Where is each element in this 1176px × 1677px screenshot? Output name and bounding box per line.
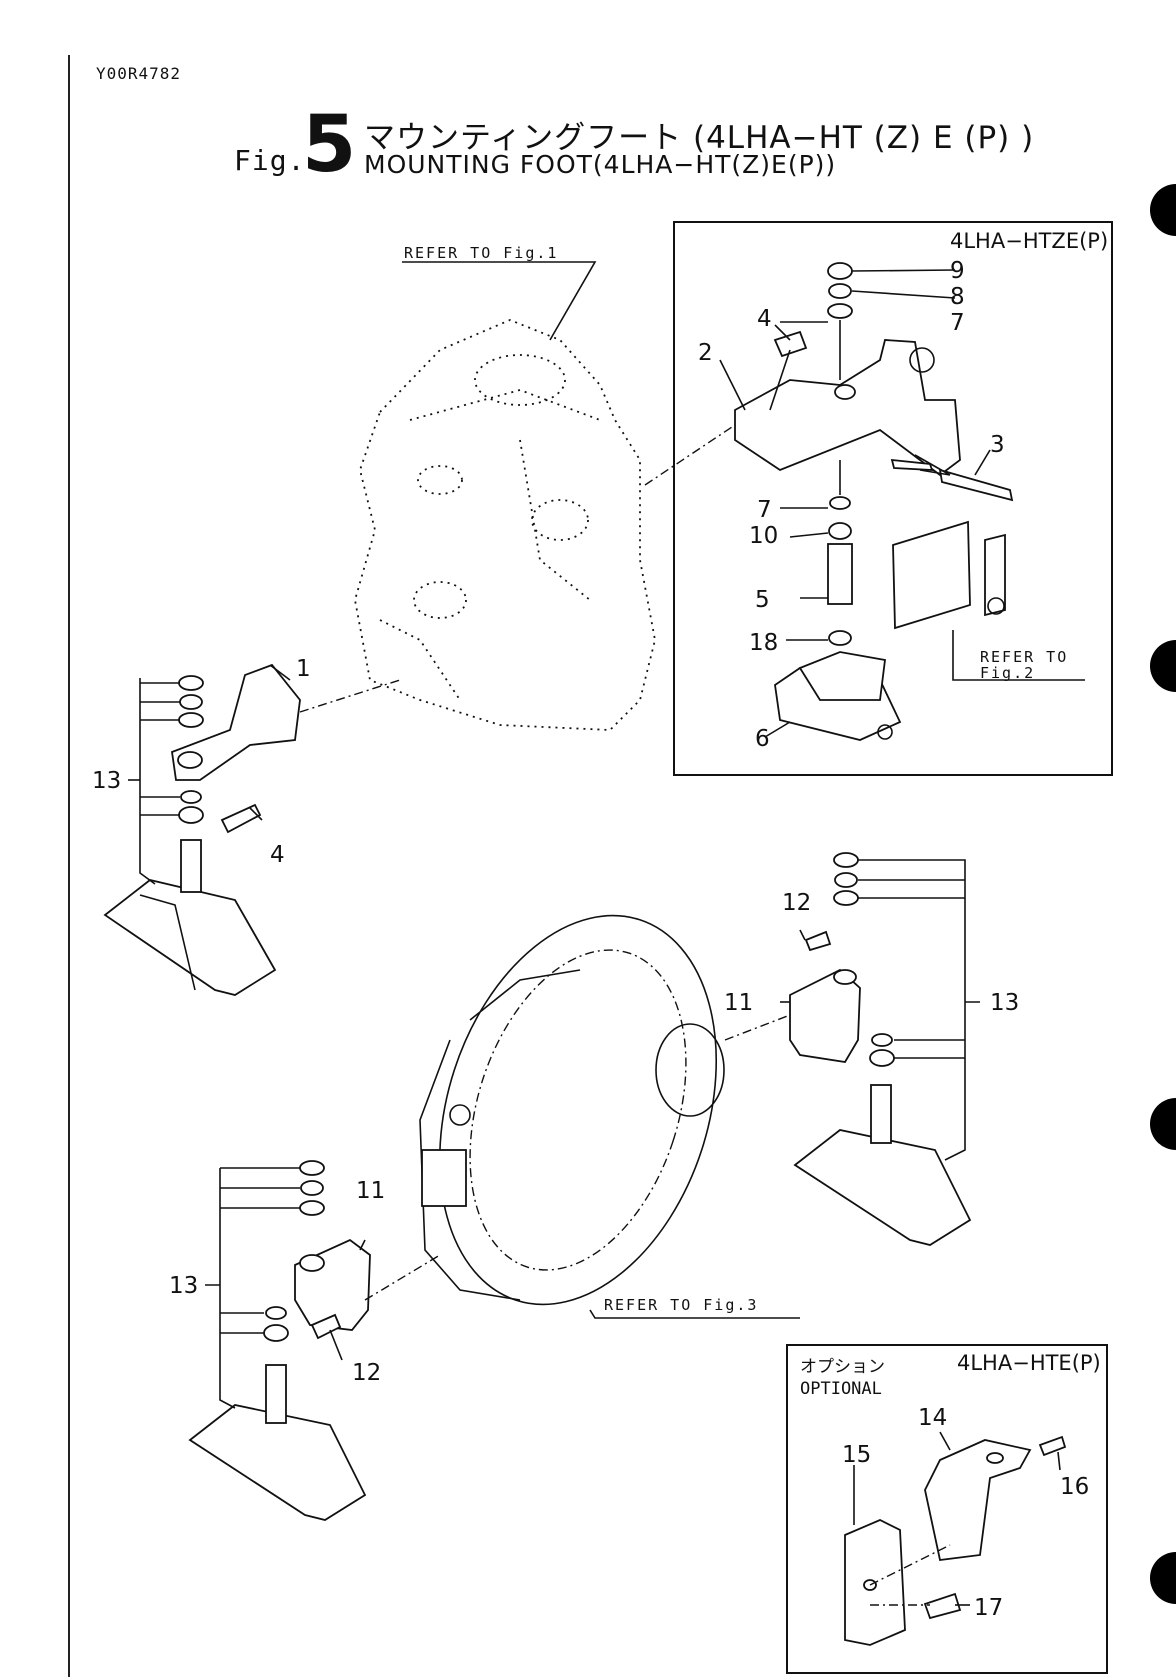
- callout-14: 14: [918, 1405, 947, 1431]
- callout-15: 15: [842, 1442, 871, 1468]
- callout-13-right: 13: [990, 990, 1019, 1016]
- callout-12-left: 12: [352, 1360, 381, 1386]
- callout-3: 3: [990, 432, 1005, 458]
- callout-4-left: 4: [270, 842, 285, 868]
- refer-to-fig1-label: REFER TO Fig.1: [404, 244, 558, 262]
- callout-2: 2: [698, 340, 713, 366]
- callout-8: 8: [950, 284, 965, 310]
- callout-7-top: 7: [950, 310, 965, 336]
- callout-9: 9: [950, 258, 965, 284]
- engine-block-drawing: [355, 320, 655, 730]
- mount-assembly-lower-left: [190, 1161, 440, 1520]
- optional-label-en: OPTIONAL: [800, 1379, 882, 1399]
- box-title-hte: 4LHA−HTE(P): [957, 1351, 1101, 1375]
- callout-5: 5: [755, 587, 770, 613]
- callout-16: 16: [1060, 1474, 1089, 1500]
- callout-13-lower-left: 13: [169, 1273, 198, 1299]
- callout-7-bottom: 7: [757, 497, 772, 523]
- refer-to-fig3-label: REFER TO Fig.3: [604, 1296, 758, 1314]
- optional-label-jp: オプション: [800, 1357, 885, 1377]
- box-title-htze: 4LHA−HTZE(P): [950, 229, 1108, 253]
- callout-13-upper-left: 13: [92, 768, 121, 794]
- callout-6: 6: [755, 726, 770, 752]
- callout-18: 18: [749, 630, 778, 656]
- callout-10: 10: [749, 523, 778, 549]
- mount-assembly-right: [725, 853, 980, 1245]
- callout-12-right: 12: [782, 890, 811, 916]
- callout-4-box: 4: [757, 306, 772, 332]
- callout-11-left: 11: [356, 1178, 385, 1204]
- callout-17: 17: [974, 1595, 1003, 1621]
- refer-to-fig2-label-line2: Fig.2: [980, 664, 1035, 682]
- callout-1: 1: [296, 656, 311, 682]
- flywheel-housing-drawing: [393, 880, 764, 1341]
- mount-assembly-upper-left: [105, 665, 400, 995]
- detail-box-htze: [645, 222, 1112, 775]
- callout-11-right: 11: [724, 990, 753, 1016]
